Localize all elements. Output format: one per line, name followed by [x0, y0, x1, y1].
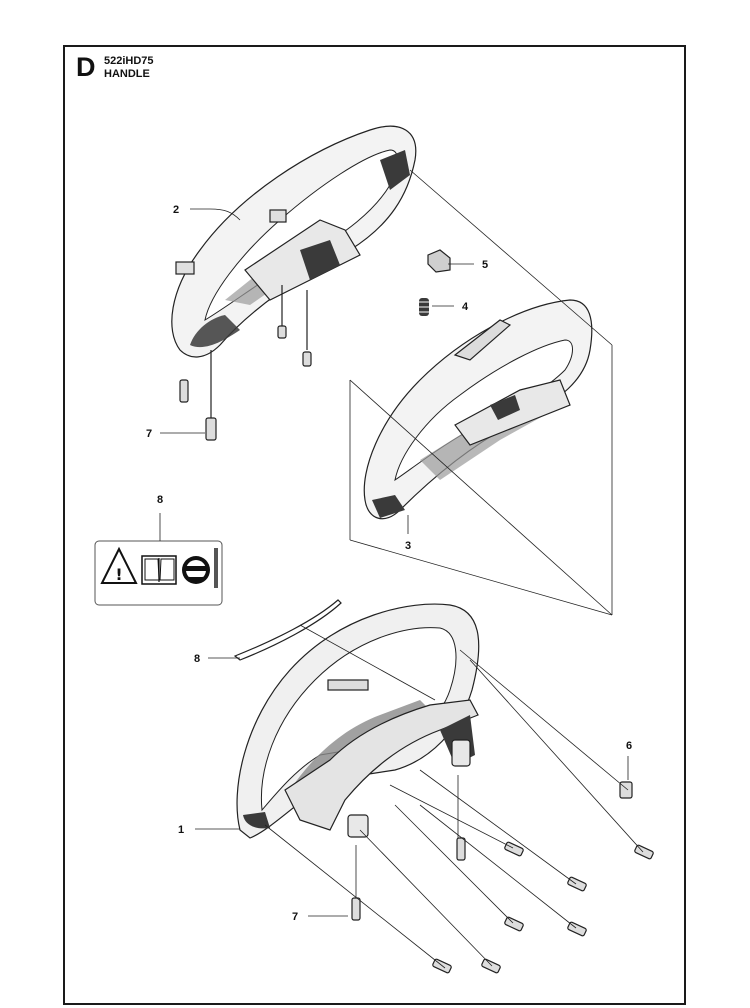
- protective-gear-icon: [182, 556, 210, 584]
- callout-2: 2: [173, 204, 179, 216]
- svg-text:!: !: [115, 565, 122, 584]
- warning-triangle-icon: !: [100, 546, 138, 584]
- callout-6: 6: [626, 740, 632, 752]
- part-1-front-handle: [236, 603, 480, 839]
- diagram-title: HANDLE: [104, 68, 150, 80]
- callout-leaders: [159, 208, 629, 917]
- screw-part-1-d: [567, 876, 587, 892]
- screw-part-2-d: [205, 350, 217, 441]
- callout-1: 1: [178, 824, 184, 836]
- screw-part-2-b: [302, 290, 312, 367]
- callout-8-decal: 8: [157, 494, 163, 506]
- callout-5: 5: [482, 259, 488, 271]
- screw-part-1-b: [351, 897, 361, 921]
- screw-part-1-a: [456, 837, 466, 861]
- section-letter: D: [76, 52, 96, 82]
- callout-8-strip: 8: [194, 653, 200, 665]
- part-2-handle-upper-half: [171, 125, 417, 358]
- diagram-frame: [63, 45, 686, 1005]
- screw-part-2-a: [277, 285, 287, 339]
- callout-7-upper: 7: [146, 428, 152, 440]
- part-3-handle-lower-half: [363, 299, 593, 520]
- manual-book-icon: [141, 555, 177, 585]
- assembly-lines: [264, 169, 644, 969]
- model-number: 522iHD75: [104, 55, 154, 67]
- decal-code-strip: [214, 548, 218, 588]
- part-4-spring: [419, 298, 429, 316]
- screw-part-2-c: [179, 379, 189, 403]
- callout-4: 4: [462, 301, 469, 313]
- part-5-button: [427, 249, 451, 273]
- screw-part-6-b: [634, 844, 654, 860]
- screw-part-1-e: [504, 916, 524, 932]
- callout-7-lower: 7: [292, 911, 298, 923]
- decal-label-panel: !: [94, 540, 223, 606]
- part-8-decal-strip: [233, 599, 342, 661]
- callout-3: 3: [405, 540, 411, 552]
- screw-part-1-c: [504, 841, 524, 857]
- screw-part-1-h: [481, 958, 501, 974]
